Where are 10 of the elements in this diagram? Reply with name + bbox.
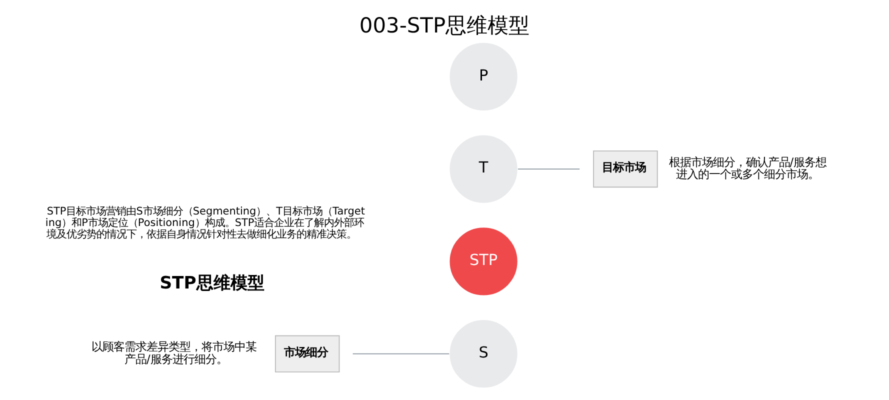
- diagram-title: 003-STP思维模型: [359, 13, 530, 38]
- node-circle: S: [448, 319, 518, 389]
- connector: [352, 353, 450, 354]
- node-circle: STP: [448, 226, 518, 296]
- node-label: 以顾客需求差异类型，将市场中某产品/服务进行细分。: [92, 340, 257, 366]
- node-label: 根据市场细分，确认产品/服务想进入的一个或多个细分市场。: [668, 154, 827, 182]
- label: STP目标市场营销由S市场细分（Segmenting）、T目标市场（Targeting）和P市场定位（Positioning）构成。STP适合企业在了解内外部环境及优劣势的情况下，依据自身情况针对性去做细化业务的精准决策。: [45, 206, 365, 240]
- connector: [517, 168, 580, 170]
- node-circle: T: [448, 134, 518, 204]
- label: STP思维模型: [160, 273, 264, 294]
